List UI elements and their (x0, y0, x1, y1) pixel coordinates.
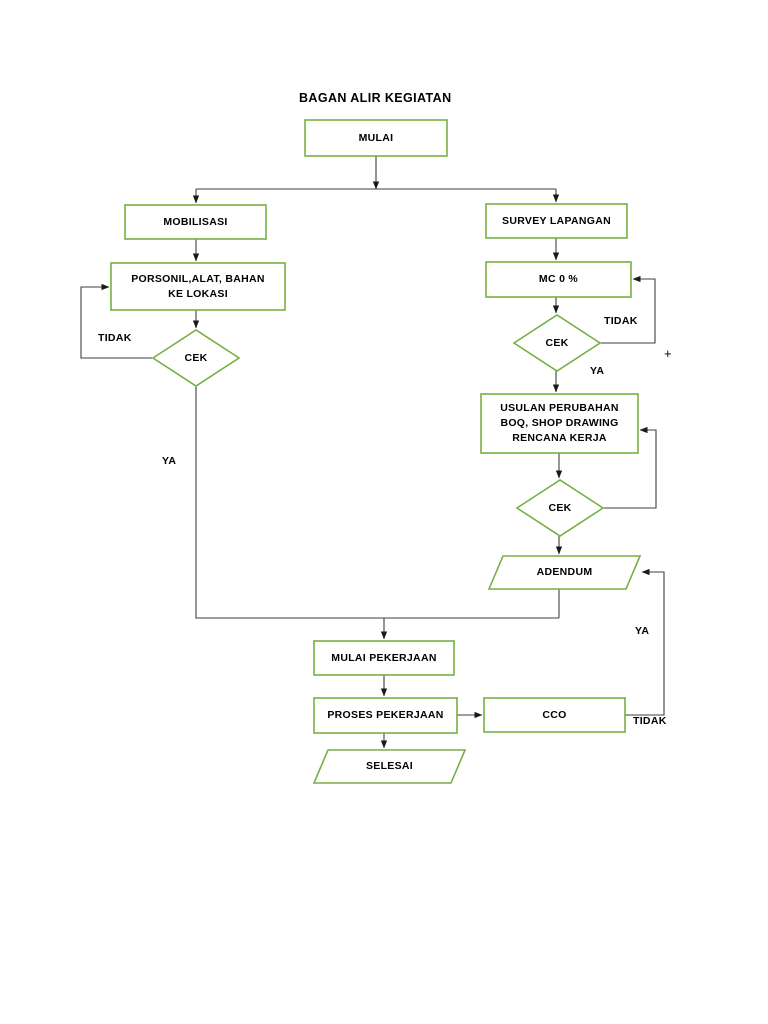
node-mc-0-persen[interactable] (485, 261, 632, 298)
edge-cek-tidak-loop (80, 283, 153, 359)
plus-mark: + (664, 346, 672, 361)
edge-label-tidak-mc: TIDAK (604, 315, 638, 327)
node-selesai[interactable] (312, 749, 467, 784)
node-mulai-pekerjaan[interactable] (313, 640, 455, 676)
node-cco[interactable] (483, 697, 626, 733)
node-mulai[interactable] (304, 119, 448, 157)
node-mobilisasi[interactable] (124, 204, 267, 240)
edge-cco-ya-adendum (625, 568, 665, 716)
page-title: BAGAN ALIR KEGIATAN (299, 91, 452, 105)
edge-label-ya-mc: YA (590, 365, 605, 377)
node-survey-lapangan[interactable] (485, 203, 628, 239)
node-proses-pekerjaan[interactable] (313, 697, 458, 734)
edge-cek-usulan-loop (603, 426, 657, 509)
edge-label-tidak-kiri: TIDAK (98, 332, 132, 344)
edge-label-ya-cco: YA (635, 625, 650, 637)
node-cek-kiri[interactable] (151, 329, 241, 387)
node-porsonil-alat-bahan[interactable] (110, 262, 286, 311)
node-usulan-perubahan[interactable] (480, 393, 639, 454)
node-cek-usulan[interactable] (515, 479, 605, 537)
node-cek-mc[interactable] (512, 314, 602, 372)
node-adendum[interactable] (487, 555, 642, 590)
edge-cek-mc-tidak-loop (600, 275, 656, 344)
edge-cek-ya-mulai-pekerjaan (195, 386, 388, 640)
edge-label-tidak-cco: TIDAK (633, 715, 667, 727)
edge-label-ya-kiri: YA (162, 455, 177, 467)
